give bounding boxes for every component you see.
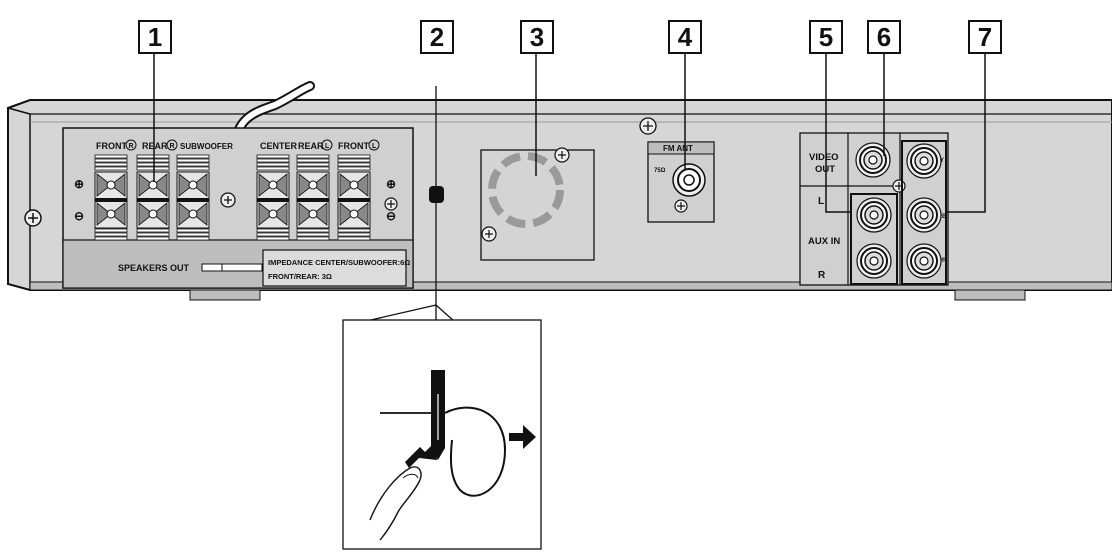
- svg-text:L: L: [372, 143, 377, 150]
- label-aux-in: AUX IN: [808, 236, 840, 247]
- component-pr-jack: [906, 243, 942, 279]
- label-rear-r: REAR: [142, 141, 168, 151]
- label-pb: PB: [938, 214, 947, 220]
- label-pr: PR: [938, 258, 947, 264]
- screw-icon: [554, 147, 570, 163]
- label-center: CENTER: [260, 141, 298, 151]
- label-front-r: FRONT: [96, 141, 127, 151]
- label-speakers-out: SPEAKERS OUT: [118, 263, 190, 273]
- speaker-terminal: [136, 154, 170, 241]
- aux-in-jack-frame: [850, 193, 898, 285]
- label-aux-l: L: [818, 196, 824, 207]
- speaker-terminal-panel: FRONT REAR SUBWOOFER CENTER REAR FRONT R…: [62, 127, 414, 289]
- speaker-terminal: [256, 154, 290, 241]
- label-rear-l: REAR: [298, 141, 324, 151]
- cooling-fan: [480, 147, 595, 261]
- video-out-jack: [855, 142, 891, 178]
- label-aux-r: R: [818, 270, 826, 281]
- minus-mark-right: ⊖: [386, 209, 396, 223]
- component-pb-jack: [906, 197, 942, 233]
- screw-icon: [481, 226, 497, 242]
- ferrite-core-icon: [429, 86, 444, 322]
- circled-l-mark: L: [321, 139, 333, 151]
- aux-in-r-jack: [856, 243, 892, 279]
- callout-5: 5: [809, 20, 843, 54]
- fm-antenna-jack: [672, 163, 706, 197]
- leader-lines: [153, 54, 986, 213]
- video-aux-panel: VIDEO OUT L AUX IN R Y PB PR: [799, 132, 949, 286]
- svg-text:L: L: [325, 143, 330, 150]
- svg-text:R: R: [170, 143, 175, 150]
- label-impedance-1: IMPEDANCE CENTER/SUBWOOFER:6Ω: [268, 258, 410, 267]
- label-front-l: FRONT: [338, 141, 369, 151]
- circled-r-mark: R: [166, 139, 178, 151]
- speaker-terminal: [337, 154, 371, 241]
- component-out-jack-frame: [901, 140, 947, 285]
- arrow-icon: [509, 425, 536, 449]
- callout-7: 7: [968, 20, 1002, 54]
- speaker-terminal: [296, 154, 330, 241]
- ferrite-detail-inset: [342, 304, 542, 550]
- speaker-terminal: [176, 154, 210, 241]
- label-75-ohm: 75Ω: [654, 168, 666, 174]
- callout-2: 2: [420, 20, 454, 54]
- screw-icon: [384, 197, 398, 211]
- screw-icon: [674, 199, 688, 213]
- screw-icon: [24, 209, 42, 227]
- label-impedance-2: FRONT/REAR: 3Ω: [268, 272, 332, 281]
- circled-r-mark: R: [125, 139, 137, 151]
- label-out: OUT: [815, 164, 835, 175]
- fm-antenna-panel: FM ANT 75Ω: [639, 117, 715, 223]
- minus-mark-left: ⊖: [74, 209, 84, 223]
- label-fm-ant: FM ANT: [663, 144, 693, 153]
- screw-icon: [892, 179, 906, 193]
- callout-1: 1: [138, 20, 172, 54]
- callout-4: 4: [668, 20, 702, 54]
- circled-l-mark: L: [368, 139, 380, 151]
- component-y-jack: [906, 143, 942, 179]
- plus-mark-right: ⊕: [386, 177, 396, 191]
- arrow-icon: [405, 442, 437, 468]
- speaker-terminal: [94, 154, 128, 241]
- svg-text:R: R: [129, 143, 134, 150]
- screw-icon: [639, 117, 657, 135]
- screw-icon: [220, 192, 236, 208]
- aux-in-l-jack: [856, 197, 892, 233]
- plus-mark-left: ⊕: [74, 177, 84, 191]
- callout-6: 6: [867, 20, 901, 54]
- label-y: Y: [940, 158, 944, 164]
- label-video: VIDEO: [809, 152, 839, 163]
- callout-3: 3: [520, 20, 554, 54]
- finger-icon: [369, 466, 422, 541]
- label-subwoofer: SUBWOOFER: [180, 142, 233, 151]
